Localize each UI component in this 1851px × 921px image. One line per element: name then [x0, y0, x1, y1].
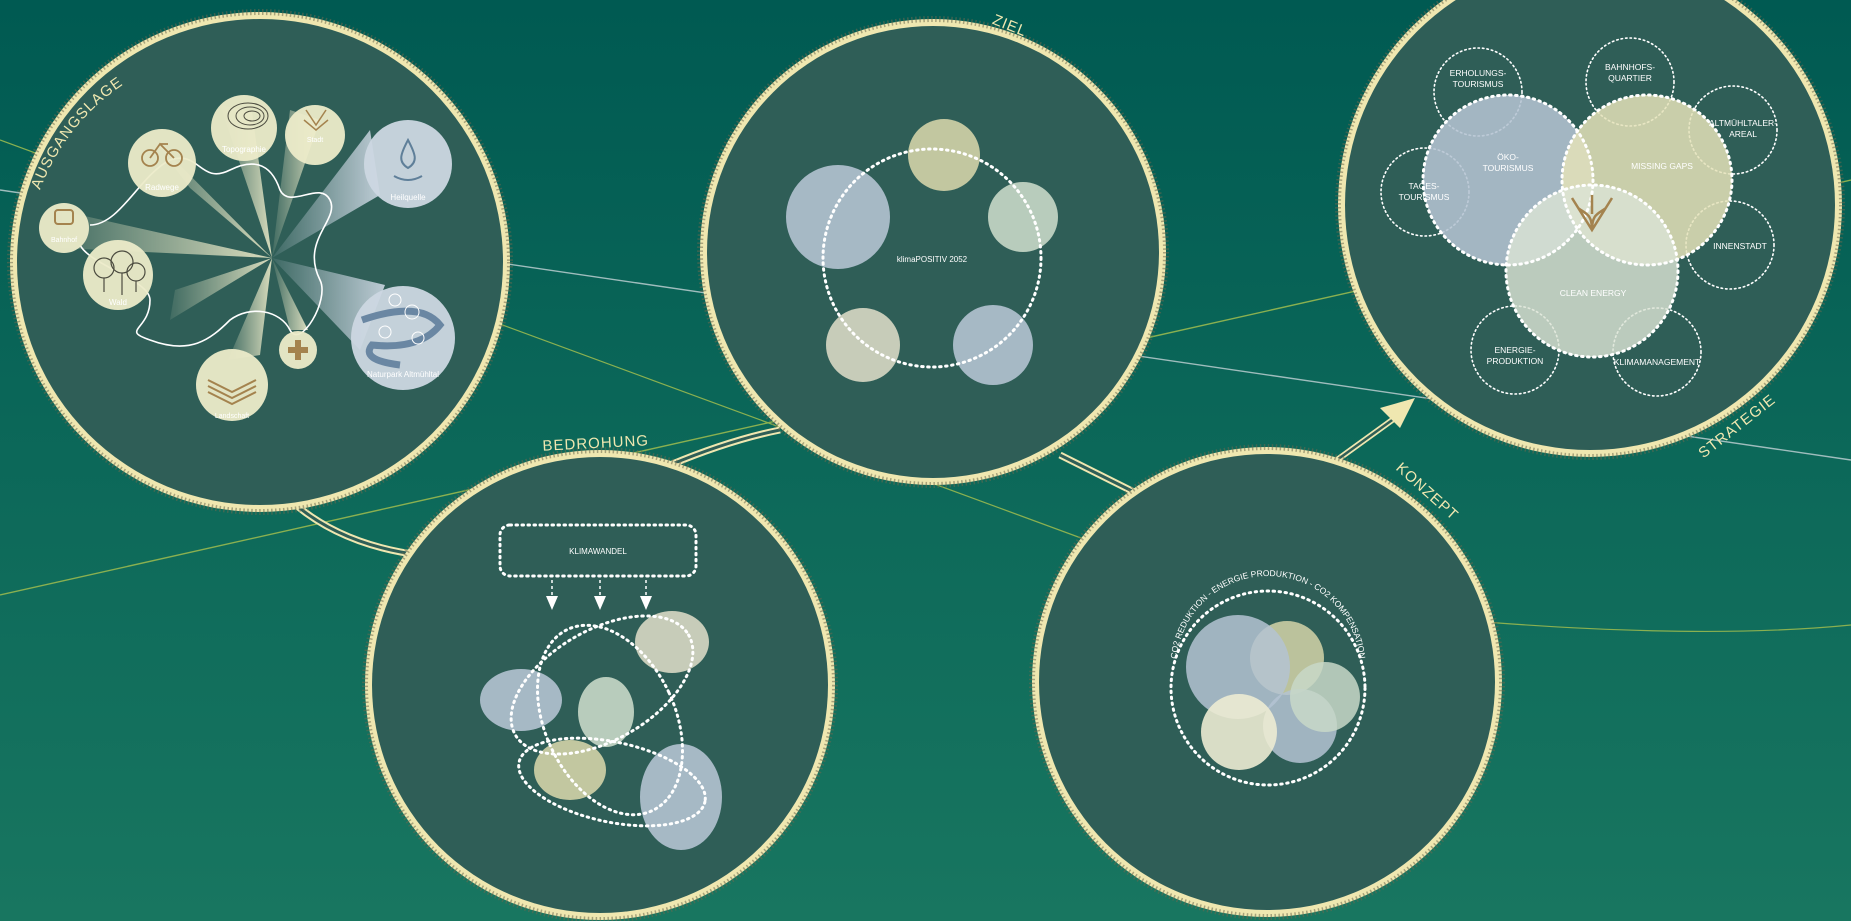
ausgangslage-item-bahnhof: Bahnhof: [39, 203, 89, 253]
svg-text:Stadt: Stadt: [307, 137, 323, 144]
svg-text:Naturpark Altmühltal: Naturpark Altmühltal: [367, 370, 439, 379]
ausgangslage-item-cross: [279, 331, 317, 369]
svg-text:Bahnhof: Bahnhof: [51, 237, 77, 244]
strategie-clean-circle: [1506, 185, 1678, 357]
svg-text:Landschaft: Landschaft: [215, 413, 249, 420]
bedrohung-blob-2: [480, 669, 562, 731]
label-klima: KLIMAMANAGEMENT: [1614, 357, 1700, 367]
section-strategie: STRATEGIE ÖKO-TOURISMUS MISSING GAPS CLE…: [1335, 0, 1845, 462]
label-tages: TAGES-TOURISMUS: [1399, 181, 1450, 202]
river-icon: [360, 307, 445, 369]
konzept-node-4: [1290, 662, 1360, 732]
bedrohung-blob-5: [640, 744, 722, 850]
bedrohung-blob-3: [578, 677, 634, 747]
strategie-labels: ÖKO-TOURISMUS MISSING GAPS CLEAN ENERGY …: [1399, 62, 1778, 367]
route-path: [79, 157, 333, 347]
label-erholung: ERHOLUNGS-TOURISMUS: [1450, 68, 1507, 89]
svg-text:Topographie: Topographie: [222, 145, 267, 154]
ziel-node-4: [826, 308, 900, 382]
threat-arrows: [546, 580, 652, 610]
ausgangslage-item-stadt: Stadt: [285, 105, 345, 165]
section-bedrohung: BEDROHUNG KLIMAWANDEL: [362, 432, 838, 921]
trees-icon: [93, 250, 146, 295]
section-konzept: KONZEPT CO2 REDUKTION - ENERGIE PRODUKTI…: [1029, 444, 1505, 920]
ausgangslage-item-naturpark: Naturpark Altmühltal: [351, 286, 455, 390]
svg-text:Radwege: Radwege: [145, 183, 179, 192]
ausgangslage-item-landschaft: Landschaft: [196, 349, 268, 421]
konzept-node-2: [1186, 615, 1290, 719]
label-missing: MISSING GAPS: [1631, 161, 1693, 171]
landscape-icon: [207, 379, 257, 406]
ziel-node-5: [953, 305, 1033, 385]
klimawandel-box: [498, 523, 698, 578]
label-clean: CLEAN ENERGY: [1560, 288, 1627, 298]
arrow-head-icon: [1380, 398, 1415, 428]
topography-icon: [227, 102, 269, 130]
ausgangslage-item-heilquelle: Heilquelle: [364, 120, 452, 208]
bedrohung-title: BEDROHUNG: [542, 432, 649, 455]
bedrohung-rings: [509, 614, 707, 828]
ziel-ring: [821, 147, 1043, 369]
ausgangslage-item-radwege: Radwege: [128, 129, 196, 197]
svg-text:Heilquelle: Heilquelle: [390, 193, 426, 202]
label-oeko: ÖKO-TOURISMUS: [1483, 152, 1534, 173]
cross-icon: [288, 340, 308, 360]
label-energie: ENERGIE-PRODUKTION: [1487, 345, 1544, 366]
water-drop-icon: [393, 137, 423, 181]
label-innenstadt: INNENSTADT: [1713, 241, 1767, 251]
ausgangslage-item-wald: Wald: [83, 240, 153, 310]
klimawandel-label: KLIMAWANDEL: [569, 547, 627, 556]
svg-text:Wald: Wald: [109, 298, 127, 307]
ziel-node-2: [908, 119, 980, 191]
ziel-center-label: klimaPOSITIV 2052: [897, 255, 968, 264]
label-altmuehl: ALTMÜHLTALER-AREAL: [1709, 118, 1777, 139]
bedrohung-blob-1: [635, 611, 709, 673]
label-bahnhof: BAHNHOFS-QUARTIER: [1605, 62, 1655, 83]
ziel-node-3: [988, 182, 1058, 252]
strategie-big-rings: [1421, 93, 1734, 359]
konzept-node-5: [1201, 694, 1277, 770]
konzept-ring: [1169, 589, 1367, 787]
ziel-node-1: [786, 165, 890, 269]
train-icon: [54, 209, 74, 225]
section-ziel: ZIEL klimaPOSITIV 2052: [697, 11, 1169, 488]
city-icon: [303, 109, 329, 131]
bicycle-icon: [141, 142, 183, 167]
ziel-circle: [707, 26, 1159, 478]
ausgangslage-item-topographie: Topographie: [211, 95, 277, 161]
city-logo-icon: [1570, 195, 1614, 233]
section-ausgangslage: AUSGANGSLAGE Bahnhof Rad: [7, 9, 513, 515]
